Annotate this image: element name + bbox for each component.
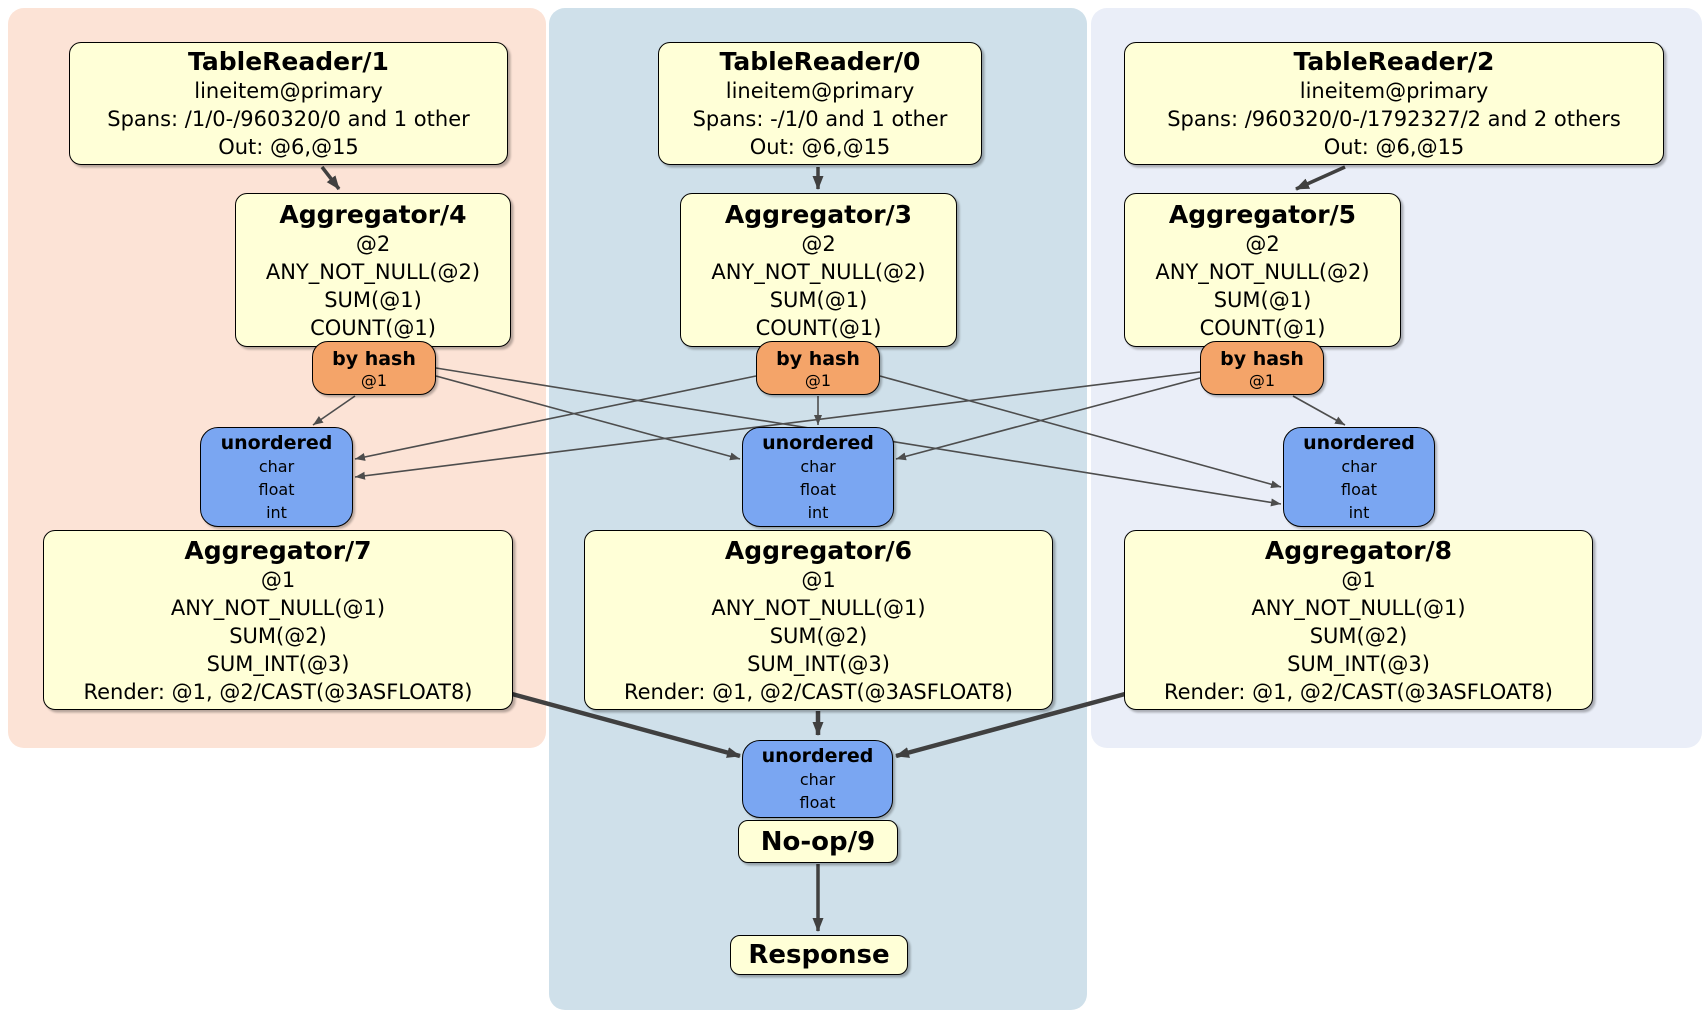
hash-router-node2-title: by hash — [1220, 347, 1304, 370]
aggregator-7-group: @1 — [260, 567, 296, 592]
unordered-sync-node2-col1: char — [1341, 456, 1377, 476]
aggregator-4-fn1: ANY_NOT_NULL(@2) — [265, 259, 481, 284]
aggregator-5-fn3: COUNT(@1) — [1199, 315, 1326, 340]
hash-router-node3-title: by hash — [332, 347, 416, 370]
aggregator-8-fn1: ANY_NOT_NULL(@1) — [1251, 595, 1466, 620]
aggregator-8-title: Aggregator/8 — [1264, 535, 1453, 565]
unordered-sync-node1: unordered char float int — [742, 427, 894, 527]
edge-hash3-unord3 — [312, 395, 356, 426]
edge-hash2-unord2 — [1292, 395, 1346, 426]
response-title: Response — [748, 940, 890, 970]
response-box: Response — [730, 935, 908, 975]
tablereader-1-spans: Spans: /1/0-/960320/0 and 1 other — [107, 107, 470, 131]
aggregator-8-group: @1 — [1341, 567, 1376, 592]
aggregator-5-fn1: ANY_NOT_NULL(@2) — [1155, 259, 1370, 284]
aggregator-5-group: @2 — [1245, 231, 1280, 256]
tablereader-0-index: lineitem@primary — [725, 79, 915, 103]
hash-router-node2-stream: @1 — [1248, 370, 1276, 390]
aggregator-3-fn1: ANY_NOT_NULL(@2) — [711, 259, 926, 284]
hash-router-node3: by hash @1 — [312, 341, 436, 395]
aggregator-3-box: Aggregator/3 @2 ANY_NOT_NULL(@2) SUM(@1)… — [680, 193, 957, 347]
aggregator-6-fn1: ANY_NOT_NULL(@1) — [711, 595, 926, 620]
tablereader-0-title: TableReader/0 — [719, 47, 921, 76]
noop-9-box: No-op/9 — [738, 820, 898, 863]
unordered-sync-node2-title: unordered — [1303, 431, 1415, 454]
edge-hash2-unord3 — [354, 371, 1201, 480]
noop-9-title: No-op/9 — [760, 826, 876, 857]
unordered-sync-node1-col2: float — [800, 479, 836, 499]
unordered-sync-final-col1: char — [799, 770, 836, 789]
aggregator-5-title: Aggregator/5 — [1168, 199, 1357, 229]
unordered-sync-node3-col3: int — [266, 502, 287, 522]
aggregator-7-box: Aggregator/7 @1 ANY_NOT_NULL(@1) SUM(@2)… — [43, 530, 513, 710]
tablereader-2-box: TableReader/2 lineitem@primary Spans: /9… — [1124, 42, 1664, 165]
unordered-sync-final-title: unordered — [761, 745, 874, 767]
edge-hash2-unord1 — [895, 377, 1201, 461]
unordered-sync-node2-col2: float — [1341, 479, 1377, 499]
unordered-sync-node1-title: unordered — [762, 431, 874, 454]
hash-router-node1: by hash @1 — [756, 341, 880, 395]
tablereader-1-box: TableReader/1 lineitem@primary Spans: /1… — [69, 42, 508, 165]
unordered-sync-node3: unordered char float int — [200, 427, 353, 527]
hash-router-node3-stream: @1 — [360, 370, 388, 390]
aggregator-4-fn3: COUNT(@1) — [310, 315, 436, 340]
aggregator-7-fn1: ANY_NOT_NULL(@1) — [170, 595, 386, 620]
edge-tr1-agg4 — [320, 165, 341, 191]
aggregator-7-fn2: SUM(@2) — [229, 623, 327, 648]
unordered-sync-node3-col2: float — [258, 479, 295, 499]
edge-hash1-unord3 — [354, 375, 757, 461]
tablereader-2-spans: Spans: /960320/0-/1792327/2 and 2 others — [1167, 107, 1621, 131]
aggregator-8-fn3: SUM_INT(@3) — [1287, 651, 1430, 676]
edge-hash1-unord2 — [879, 375, 1282, 489]
unordered-sync-node1-col1: char — [800, 456, 836, 476]
aggregator-3-fn3: COUNT(@1) — [755, 315, 882, 340]
unordered-sync-node2-col3: int — [1348, 502, 1370, 522]
aggregator-6-fn3: SUM_INT(@3) — [747, 651, 890, 676]
tablereader-0-box: TableReader/0 lineitem@primary Spans: -/… — [658, 42, 982, 165]
aggregator-8-fn2: SUM(@2) — [1309, 623, 1408, 648]
aggregator-6-render: Render: @1, @2/CAST(@3ASFLOAT8) — [623, 679, 1014, 704]
aggregator-4-title: Aggregator/4 — [279, 199, 467, 229]
unordered-sync-node2: unordered char float int — [1283, 427, 1435, 527]
aggregator-3-title: Aggregator/3 — [724, 199, 913, 229]
hash-router-node1-title: by hash — [776, 347, 860, 370]
tablereader-2-index: lineitem@primary — [1299, 79, 1489, 103]
tablereader-0-out: Out: @6,@15 — [749, 135, 891, 159]
unordered-sync-node1-col3: int — [807, 502, 829, 522]
aggregator-8-render: Render: @1, @2/CAST(@3ASFLOAT8) — [1163, 679, 1554, 704]
unordered-sync-node3-title: unordered — [220, 431, 333, 454]
unordered-sync-final: unordered char float — [742, 740, 893, 818]
aggregator-3-fn2: SUM(@1) — [769, 287, 868, 312]
tablereader-0-spans: Spans: -/1/0 and 1 other — [692, 107, 948, 131]
tablereader-1-index: lineitem@primary — [194, 79, 383, 103]
tablereader-2-title: TableReader/2 — [1293, 47, 1495, 76]
edge-hash3-unord1 — [435, 375, 741, 461]
aggregator-6-group: @1 — [801, 567, 836, 592]
edge-agg7-unordfinal — [511, 691, 741, 759]
aggregator-6-box: Aggregator/6 @1 ANY_NOT_NULL(@1) SUM(@2)… — [584, 530, 1053, 710]
aggregator-6-title: Aggregator/6 — [724, 535, 913, 565]
aggregator-7-render: Render: @1, @2/CAST(@3ASFLOAT8) — [83, 679, 473, 704]
edge-tr2-agg5 — [1295, 165, 1346, 191]
unordered-sync-final-col2: float — [799, 793, 836, 812]
aggregator-7-title: Aggregator/7 — [184, 535, 372, 565]
aggregator-4-group: @2 — [355, 231, 391, 256]
aggregator-6-fn2: SUM(@2) — [769, 623, 868, 648]
aggregator-5-fn2: SUM(@1) — [1213, 287, 1312, 312]
tablereader-1-out: Out: @6,@15 — [218, 135, 359, 159]
aggregator-3-group: @2 — [801, 231, 836, 256]
aggregator-4-box: Aggregator/4 @2 ANY_NOT_NULL(@2) SUM(@1)… — [235, 193, 511, 347]
tablereader-1-title: TableReader/1 — [188, 47, 389, 76]
hash-router-node1-stream: @1 — [804, 370, 832, 390]
aggregator-8-box: Aggregator/8 @1 ANY_NOT_NULL(@1) SUM(@2)… — [1124, 530, 1593, 710]
aggregator-4-fn2: SUM(@1) — [324, 287, 422, 312]
tablereader-2-out: Out: @6,@15 — [1323, 135, 1465, 159]
aggregator-7-fn3: SUM_INT(@3) — [206, 651, 350, 676]
edge-agg8-unordfinal — [895, 691, 1126, 759]
hash-router-node2: by hash @1 — [1200, 341, 1324, 395]
aggregator-5-box: Aggregator/5 @2 ANY_NOT_NULL(@2) SUM(@1)… — [1124, 193, 1401, 347]
unordered-sync-node3-col1: char — [258, 456, 295, 476]
